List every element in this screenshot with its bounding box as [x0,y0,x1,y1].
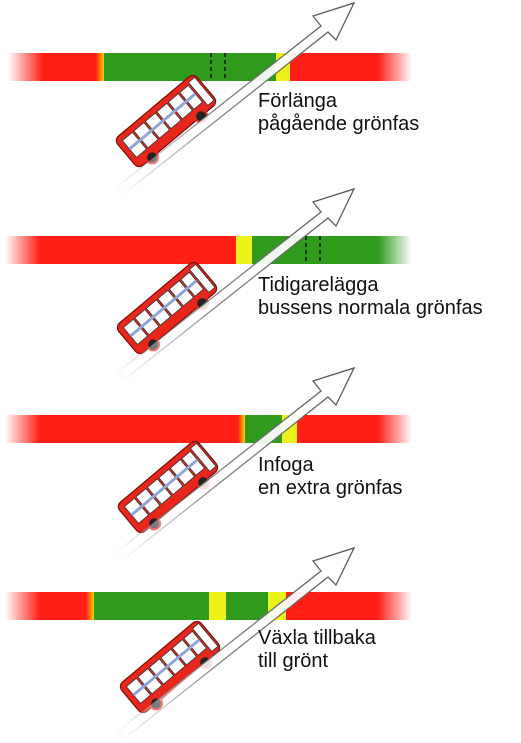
direction-arrow-icon [117,187,356,380]
signal-phase-bar [8,53,412,81]
direction-arrow-icon [117,1,356,194]
panel-2-label: Tidigarelägga bussens normala grönfas [258,274,483,320]
signal-phase-bar [5,415,412,443]
yellow-phase [209,592,226,620]
signal-phase-bar [5,236,412,264]
panel-insert-green [5,366,412,559]
yellow-phase [236,236,252,264]
panel-4-label: Växla tillbaka till grönt [258,627,376,673]
original-phase-end-marker [210,53,226,81]
label-line-2: en extra grönfas [258,477,403,499]
label-line-1: Infoga [258,454,314,476]
green-phase [94,592,209,620]
label-line-1: Förlänga [258,90,337,112]
green-phase [226,592,268,620]
panel-1-label: Förlänga pågående grönfas [258,90,419,136]
label-line-2: pågående grönfas [258,113,420,135]
panel-3-label: Infoga en extra grönfas [258,454,403,500]
label-line-2: bussens normala grönfas [258,297,483,319]
panel-advance-green [5,187,412,380]
panel-extend-green [8,1,412,194]
label-line-1: Tidigarelägga [258,274,379,296]
direction-arrow-icon [117,366,356,559]
panel-switch-back-green [5,546,412,739]
original-phase-start-marker [305,236,321,264]
signal-phase-bar [5,592,412,620]
label-line-1: Växla tillbaka [258,627,376,649]
direction-arrow-icon [117,546,356,739]
label-line-2: till grönt [258,650,329,672]
